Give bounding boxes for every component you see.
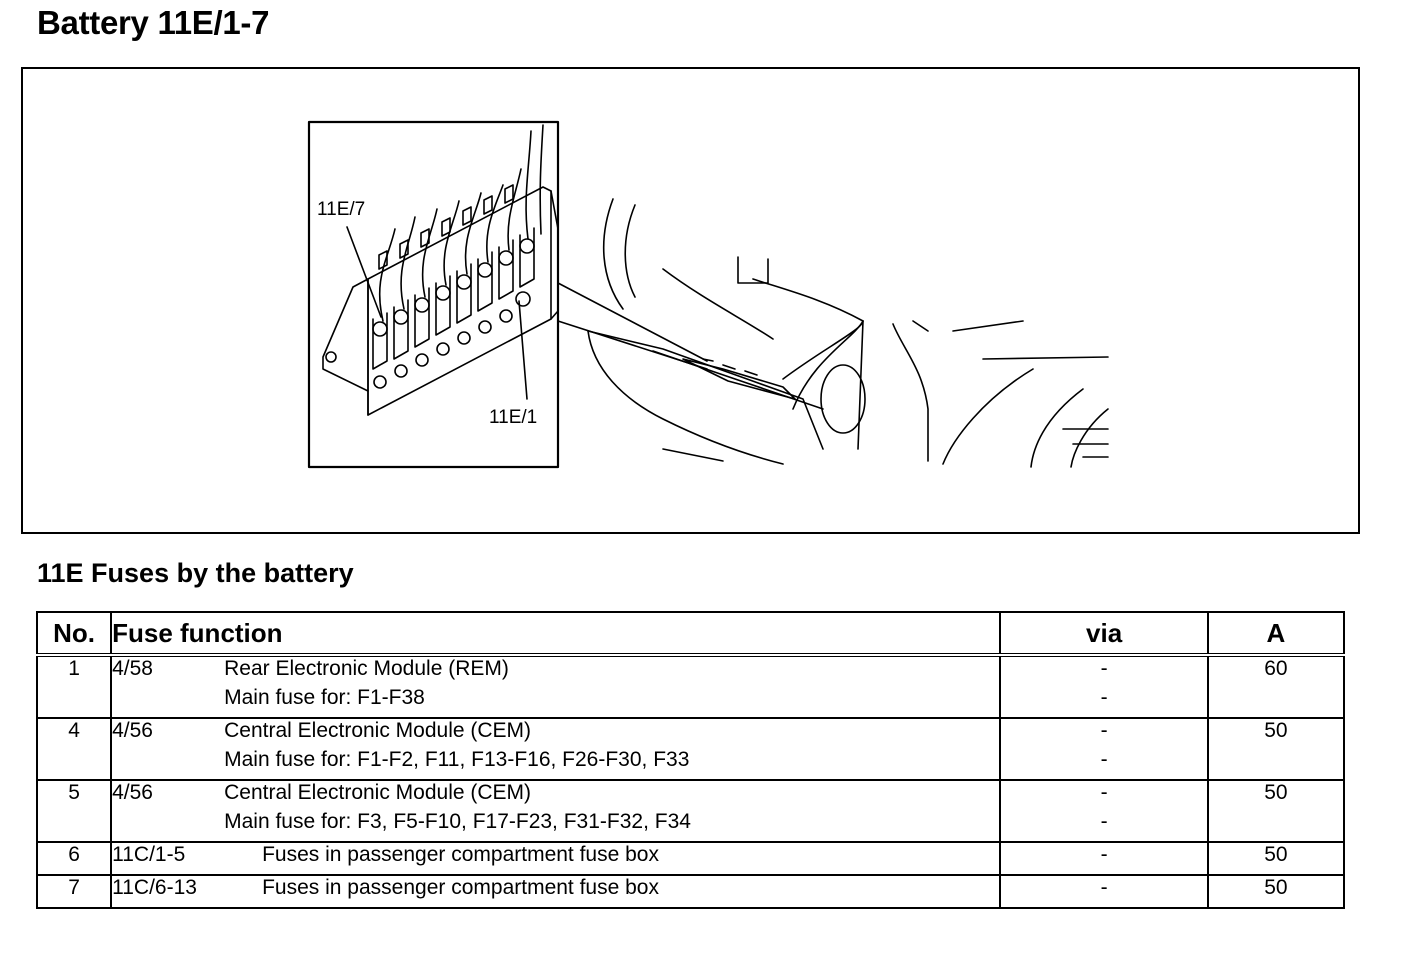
row-function-name: Fuses in passenger compartment fuse box <box>262 843 659 866</box>
row-via-value: - <box>1100 686 1108 709</box>
row-via: - - <box>999 780 1209 843</box>
row-code: 4/56 <box>112 781 153 804</box>
row-amp: 50 <box>1206 875 1346 909</box>
table-row: 7 11C/6-13 Fuses in passenger compartment… <box>35 875 1346 909</box>
header-via: via <box>999 611 1209 657</box>
row-no: 4 <box>35 718 113 781</box>
header-amp: A <box>1206 611 1346 657</box>
row-function-name: Rear Electronic Module (REM) <box>224 657 509 680</box>
row-subfunction: Main fuse for: F1-F2, F11, F13-F16, F26-… <box>224 748 690 771</box>
row-subfunction: Main fuse for: F1-F38 <box>224 686 425 709</box>
row-via-value: - <box>1100 657 1108 680</box>
table-header-row: No. Fuse function via A <box>35 611 1346 657</box>
figure-frame: 11E/7 11E/1 <box>21 67 1360 534</box>
row-via-value: - <box>1100 748 1108 771</box>
fuse-location-diagram: 11E/7 11E/1 <box>307 120 1109 469</box>
row-via-value: - <box>1100 843 1108 866</box>
row-via: - <box>999 842 1209 876</box>
row-amp: 50 <box>1206 718 1346 781</box>
table-row: 6 11C/1-5 Fuses in passenger compartment … <box>35 842 1346 876</box>
row-no: 1 <box>35 655 113 719</box>
section-title: 11E Fuses by the battery <box>37 558 354 588</box>
row-amp: 50 <box>1206 780 1346 843</box>
fuse-block-drawing <box>322 124 559 416</box>
leader-11e1 <box>518 300 528 400</box>
label-11e7: 11E/7 <box>317 199 365 220</box>
table-row: 5 4/56 Central Electronic Module (CEM) Ma… <box>35 780 1346 843</box>
row-code: 11C/1-5 <box>112 843 186 866</box>
row-code: 4/56 <box>112 719 153 742</box>
row-function-name: Central Electronic Module (CEM) <box>224 719 532 742</box>
row-function: 4/58 Rear Electronic Module (REM) Main fu… <box>110 655 1002 719</box>
row-via: - <box>999 875 1209 909</box>
row-via: - - <box>999 655 1209 719</box>
page-title: Battery 11E/1-7 <box>37 4 270 41</box>
table-row: 1 4/58 Rear Electronic Module (REM) Main … <box>35 655 1346 719</box>
header-no: No. <box>35 611 113 657</box>
row-via-value: - <box>1100 781 1108 804</box>
label-11e1: 11E/1 <box>489 407 537 428</box>
row-via-value: - <box>1100 876 1108 899</box>
fuse-table: No. Fuse function via A 1 4/58 Rear Elect… <box>35 611 1346 909</box>
row-function: 11C/1-5 Fuses in passenger compartment fu… <box>110 842 1002 876</box>
row-function: 11C/6-13 Fuses in passenger compartment f… <box>110 875 1002 909</box>
row-via-value: - <box>1100 719 1108 742</box>
callout-line-top <box>557 282 708 362</box>
row-amp: 60 <box>1206 655 1346 719</box>
row-function-name: Fuses in passenger compartment fuse box <box>262 876 659 899</box>
row-no: 6 <box>35 842 113 876</box>
row-via-value: - <box>1100 810 1108 833</box>
engine-bay-drawing <box>587 198 1109 468</box>
row-amp: 50 <box>1206 842 1346 876</box>
row-code: 4/58 <box>112 657 153 680</box>
row-function: 4/56 Central Electronic Module (CEM) Main… <box>110 718 1002 781</box>
header-function: Fuse function <box>110 611 1002 657</box>
row-function: 4/56 Central Electronic Module (CEM) Main… <box>110 780 1002 843</box>
table-row: 4 4/56 Central Electronic Module (CEM) Ma… <box>35 718 1346 781</box>
row-no: 5 <box>35 780 113 843</box>
row-via: - - <box>999 718 1209 781</box>
row-code: 11C/6-13 <box>112 876 197 899</box>
row-subfunction: Main fuse for: F3, F5-F10, F17-F23, F31-… <box>224 810 691 833</box>
leader-11e7 <box>346 226 382 318</box>
row-function-name: Central Electronic Module (CEM) <box>224 781 532 804</box>
row-no: 7 <box>35 875 113 909</box>
